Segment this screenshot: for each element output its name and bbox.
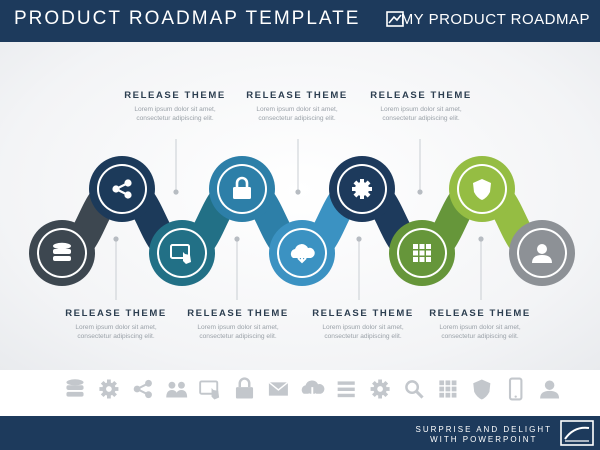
leader-dot [356, 236, 362, 242]
footer-bar: SURPRISE AND DELIGHT WITH POWERPOINT [0, 416, 600, 450]
release-theme-bottom-1: RELEASE THEME Lorem ipsum dolor sit amet… [65, 308, 167, 340]
gear-icon [370, 379, 390, 399]
roadmap-diagram [29, 139, 575, 300]
database-icon [53, 242, 71, 261]
page-title: PRODUCT ROADMAP TEMPLATE [14, 8, 361, 29]
leader-dot [478, 236, 484, 242]
milestone-core [99, 166, 145, 212]
cloud-download-icon [301, 380, 325, 399]
grid-icon [413, 244, 431, 262]
release-theme-top-3: RELEASE THEME Lorem ipsum dolor sit amet… [370, 90, 472, 122]
milestone-9[interactable] [509, 220, 575, 286]
share-icon [112, 179, 132, 199]
milestone-6[interactable] [329, 156, 395, 222]
lock-icon [233, 176, 251, 199]
share-icon [133, 379, 152, 399]
release-theme-bottom-4: RELEASE THEME Lorem ipsum dolor sit amet… [429, 308, 531, 340]
grid-icon [439, 380, 457, 398]
gear-icon [352, 179, 372, 199]
milestone-3[interactable] [149, 220, 215, 286]
leader-dot [295, 189, 301, 195]
release-theme-top-1: RELEASE THEME Lorem ipsum dolor sit amet… [124, 90, 226, 122]
users-icon [166, 381, 188, 398]
mail-icon [268, 381, 289, 396]
touchscreen-icon [199, 380, 220, 400]
leader-dot [113, 236, 119, 242]
milestone-1[interactable] [29, 220, 95, 286]
user-icon [540, 380, 560, 399]
leader-dot [417, 189, 423, 195]
shield-icon [473, 179, 491, 200]
cloud-download-icon [290, 244, 315, 264]
icon-library-row [66, 377, 560, 401]
footer-tagline: SURPRISE AND DELIGHT WITH POWERPOINT [415, 425, 552, 444]
milestone-core [159, 230, 205, 276]
leader-dot [173, 189, 179, 195]
release-theme-top-2: RELEASE THEME Lorem ipsum dolor sit amet… [246, 90, 348, 122]
lock-icon [235, 377, 254, 399]
mobile-icon [508, 377, 523, 401]
release-theme-bottom-2: RELEASE THEME Lorem ipsum dolor sit amet… [187, 308, 289, 340]
milestone-7[interactable] [389, 220, 455, 286]
presentation-logo-icon [560, 420, 594, 446]
milestone-2[interactable] [89, 156, 155, 222]
header-bar: PRODUCT ROADMAP TEMPLATE MY PRODUCT ROAD… [0, 0, 600, 42]
presentation-icon [386, 11, 404, 27]
touchscreen-icon [170, 244, 191, 264]
leader-dot [234, 236, 240, 242]
user-icon [532, 244, 552, 263]
list-icon [337, 381, 355, 398]
release-theme-bottom-3: RELEASE THEME Lorem ipsum dolor sit amet… [312, 308, 414, 340]
search-icon [405, 380, 424, 399]
milestone-5[interactable] [269, 220, 335, 286]
milestone-4[interactable] [209, 156, 275, 222]
brand-name: MY PRODUCT ROADMAP [400, 11, 590, 28]
database-icon [66, 379, 84, 397]
shield-icon [473, 379, 491, 400]
gear-icon [99, 379, 119, 399]
milestone-8[interactable] [449, 156, 515, 222]
